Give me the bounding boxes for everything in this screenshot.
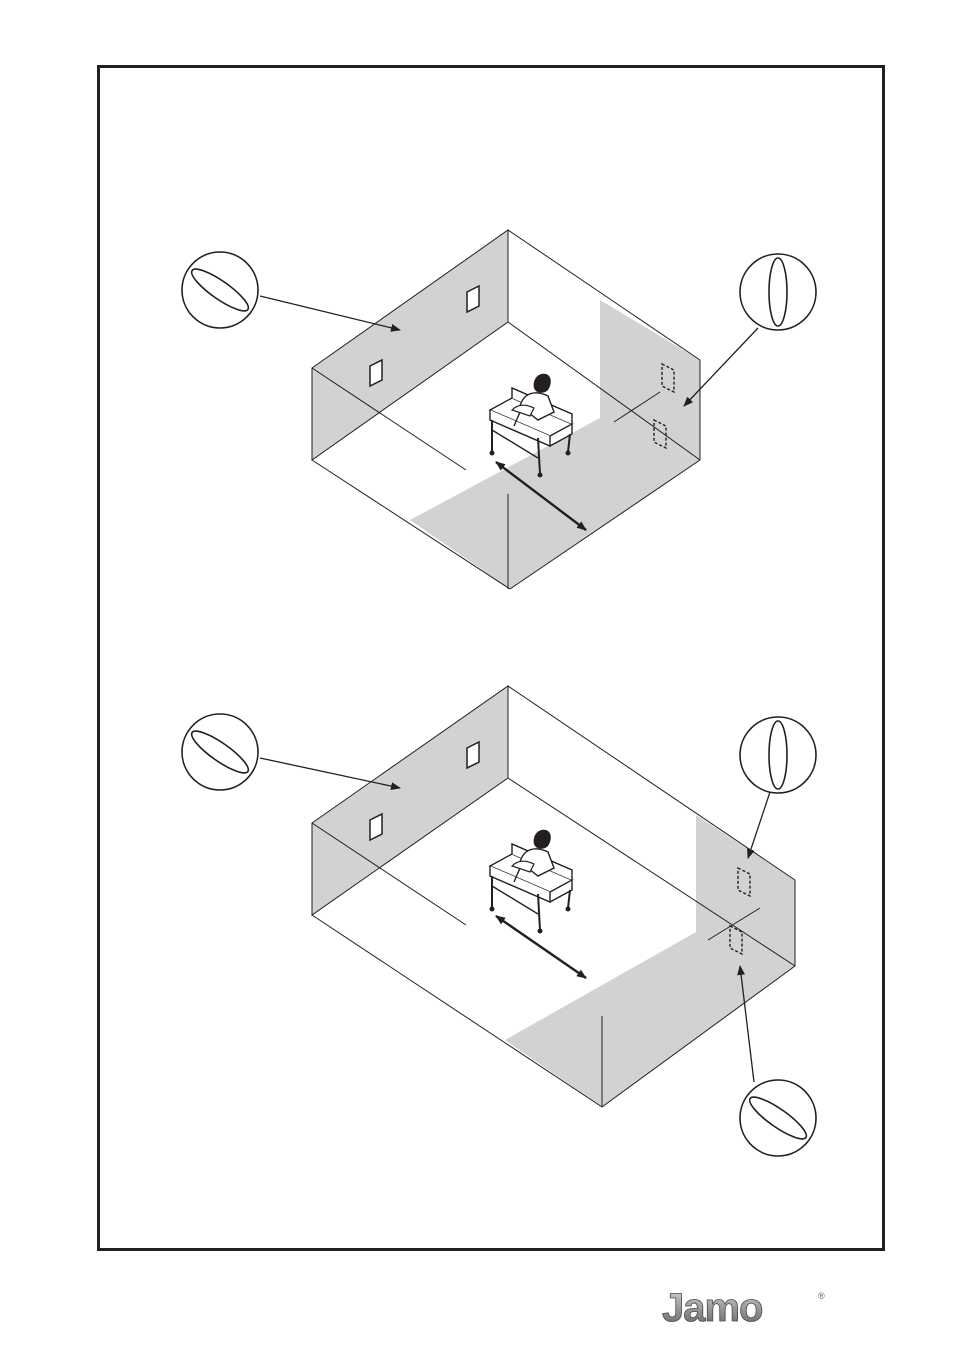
upper-left-callout-arrow (260, 296, 400, 330)
lower-distance-arrow (496, 916, 586, 978)
lower-left-wall (312, 686, 508, 915)
vertical-dispersion-icon (740, 717, 816, 793)
registered-mark: ® (818, 1291, 825, 1301)
lower-left-callout-arrow (260, 758, 400, 788)
lower-listener-icon (490, 830, 573, 934)
horizontal-dispersion-icon (740, 1080, 816, 1156)
lower-right-upper-callout-arrow (748, 792, 770, 858)
upper-room-diagram (182, 230, 816, 589)
lower-floor-shade (505, 932, 795, 1107)
jamo-logo: Jamo ® (660, 1283, 830, 1333)
horizontal-dispersion-icon (182, 252, 258, 328)
logo-wordmark: Jamo (662, 1286, 763, 1330)
horizontal-dispersion-icon (182, 714, 258, 790)
lower-room-diagram (182, 686, 816, 1156)
vertical-dispersion-icon (740, 254, 816, 330)
upper-left-wall (312, 230, 508, 460)
